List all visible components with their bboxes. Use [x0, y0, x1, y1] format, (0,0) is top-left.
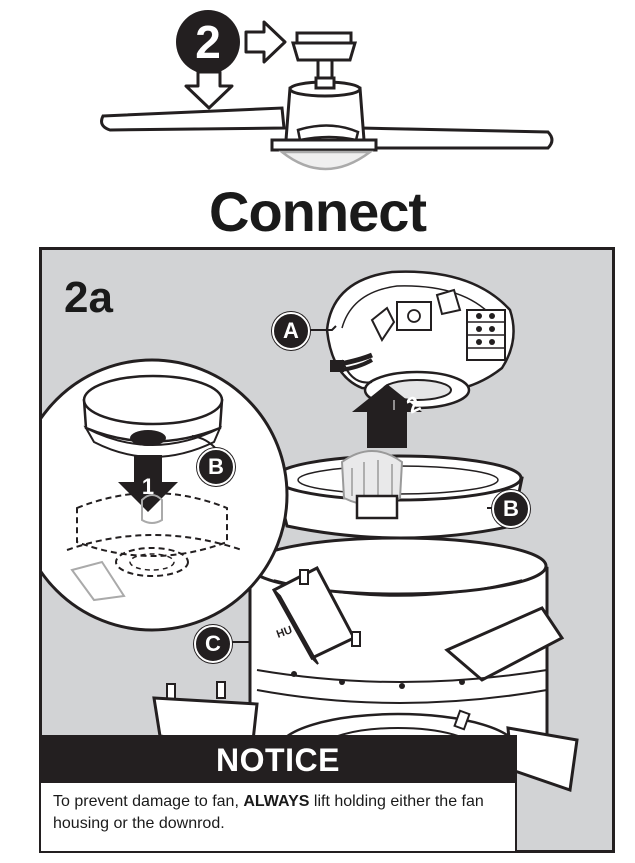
down-arrow-icon — [184, 70, 234, 110]
right-blade — [358, 126, 554, 150]
panel-illustration: 2 HU — [42, 270, 579, 793]
step-title: Connect — [209, 180, 427, 243]
right-arrow-icon — [244, 20, 287, 64]
substep-label: 2a — [64, 273, 113, 322]
step-number: 2 — [195, 16, 221, 68]
inset-down-arrow-icon — [118, 455, 178, 512]
notice-text-start: To prevent damage to fan, — [53, 793, 244, 810]
callout-a: A — [272, 312, 310, 350]
notice-box: NOTICE To prevent damage to fan, ALWAYS … — [39, 735, 517, 853]
notice-text-end: lift holding either the fan housing or t… — [53, 793, 484, 832]
light-kit — [278, 150, 374, 171]
notice-heading: NOTICE — [41, 737, 515, 783]
header-fan-illustration: 2 — [100, 10, 554, 171]
notice-text-emphasis: ALWAYS — [243, 793, 310, 810]
notice-text: To prevent damage to fan, ALWAYS lift ho… — [41, 783, 515, 835]
up-arrow-icon — [352, 384, 422, 448]
switch-housing-a — [325, 270, 515, 410]
canopy — [290, 41, 358, 62]
callout-b-inset: B — [197, 448, 235, 486]
housing-label: HU — [275, 624, 294, 641]
callout-c: C — [194, 625, 232, 663]
callout-b-main: B — [492, 490, 530, 528]
magnifier-circle-icon — [42, 358, 289, 632]
step-number-badge — [176, 10, 240, 74]
inset-arrow-number: 1 — [142, 474, 154, 499]
left-blade — [100, 106, 286, 132]
